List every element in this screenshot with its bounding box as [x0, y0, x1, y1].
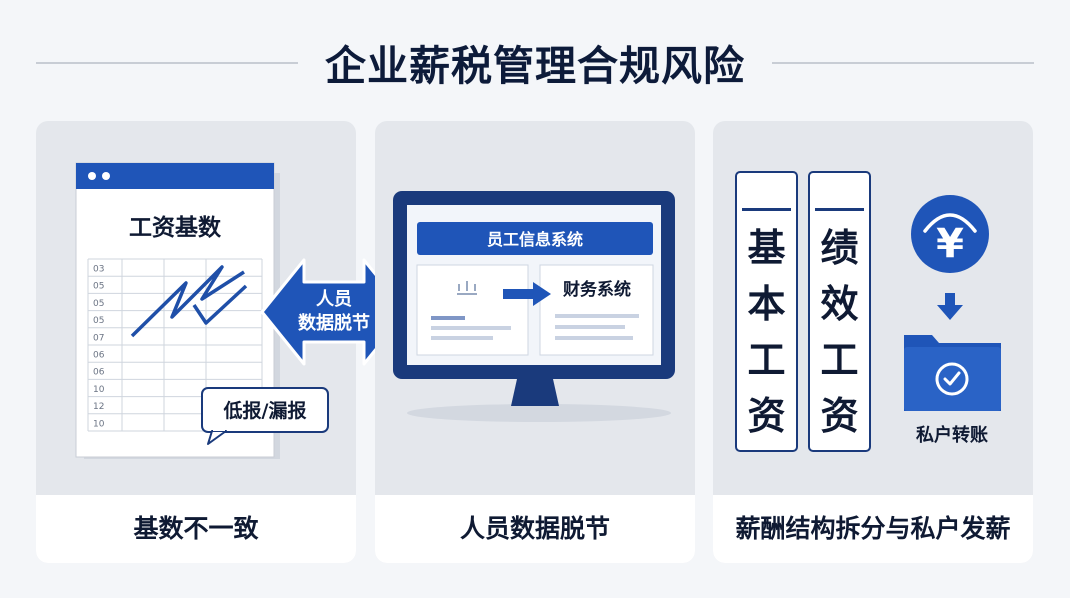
row-number-label: 05: [93, 316, 104, 326]
base-mismatch-illustration: 工资基数 03 05 05 05 07 06 06 10 12 10 低报/漏报: [75, 162, 329, 459]
data-disconnect-arrow: 人员 数据脱节: [260, 258, 408, 366]
panel-caption: 薪酬结构拆分与私户发薪: [713, 495, 1033, 563]
record-line: [431, 316, 465, 320]
binder-divider: [815, 208, 864, 211]
underreport-callout: [201, 387, 329, 433]
yen-symbol: ¥: [936, 221, 964, 267]
binder-char: 工: [747, 338, 785, 382]
binder-char: 绩: [820, 226, 858, 270]
employee-record-card: [416, 264, 529, 356]
panel-personnel-data: 员工信息系统 财务系统 人员数据脱节: [375, 121, 695, 563]
row-number-label: 06: [93, 351, 105, 361]
row-number-label: 07: [93, 333, 104, 343]
title-divider-left: [36, 62, 298, 64]
monitor-shadow: [407, 404, 671, 422]
row-number-label: 05: [93, 299, 104, 309]
binder-char: 本: [747, 282, 785, 326]
title-divider-right: [772, 62, 1034, 64]
down-arrow-icon: [937, 293, 963, 320]
check-mark: [943, 371, 961, 386]
binder-char: 工: [820, 338, 858, 382]
finance-line: [555, 325, 625, 329]
trend-line-up: [130, 265, 245, 338]
sheet-dot-icon: [102, 172, 110, 180]
record-line: [431, 326, 511, 330]
row-number-label: 06: [93, 368, 105, 378]
page-title: 企业薪税管理合规风险: [325, 42, 745, 90]
panel-caption: 基数不一致: [36, 495, 356, 563]
monitor-stand: [511, 379, 559, 406]
title-row: 企业薪税管理合规风险: [0, 36, 1070, 96]
binder-base-salary: [735, 171, 798, 452]
finance-system-label: 财务系统: [562, 279, 631, 300]
finance-line: [555, 336, 633, 340]
coin-arc: [923, 213, 977, 233]
finance-line: [555, 314, 639, 318]
sheet-dot-icon: [88, 172, 96, 180]
callout-tail-mask: [213, 427, 225, 431]
binder-char: 效: [820, 282, 858, 326]
arrow-label-line2: 数据脱节: [298, 312, 370, 334]
record-line: [431, 336, 493, 340]
transfer-arrow-icon: [503, 282, 551, 306]
row-number-label: 10: [93, 385, 105, 395]
panel-caption: 人员数据脱节: [375, 495, 695, 563]
system-header-bar: [417, 222, 653, 255]
callout-label: 低报/漏报: [223, 399, 307, 422]
row-number-label: 05: [93, 282, 104, 292]
finance-system-card: [539, 264, 654, 356]
row-number-label: 03: [93, 265, 104, 275]
binder-char: 资: [747, 394, 785, 438]
binder-performance-salary: [808, 171, 871, 452]
row-number-label: 10: [93, 419, 105, 429]
sheet-title: 工资基数: [129, 215, 222, 241]
binder-char: 基: [747, 226, 785, 270]
monitor-illustration: 员工信息系统 财务系统: [393, 191, 675, 422]
check-circle-icon: [935, 362, 969, 396]
panel-salary-split: 基本工资 绩效工资 ¥ 私户转账 薪酬结构拆分与私户发薪: [713, 121, 1033, 563]
binder-char: 资: [820, 394, 858, 438]
arrow-label-line1: 人员: [316, 289, 352, 310]
employee-system-label: 员工信息系统: [487, 230, 583, 249]
yen-coin-icon: [911, 195, 989, 273]
trend-line-check: [192, 284, 248, 325]
private-transfer-label: 私户转账: [916, 424, 988, 446]
binder-divider: [742, 208, 791, 211]
row-number-label: 12: [93, 402, 104, 412]
person-icon: [457, 281, 477, 295]
